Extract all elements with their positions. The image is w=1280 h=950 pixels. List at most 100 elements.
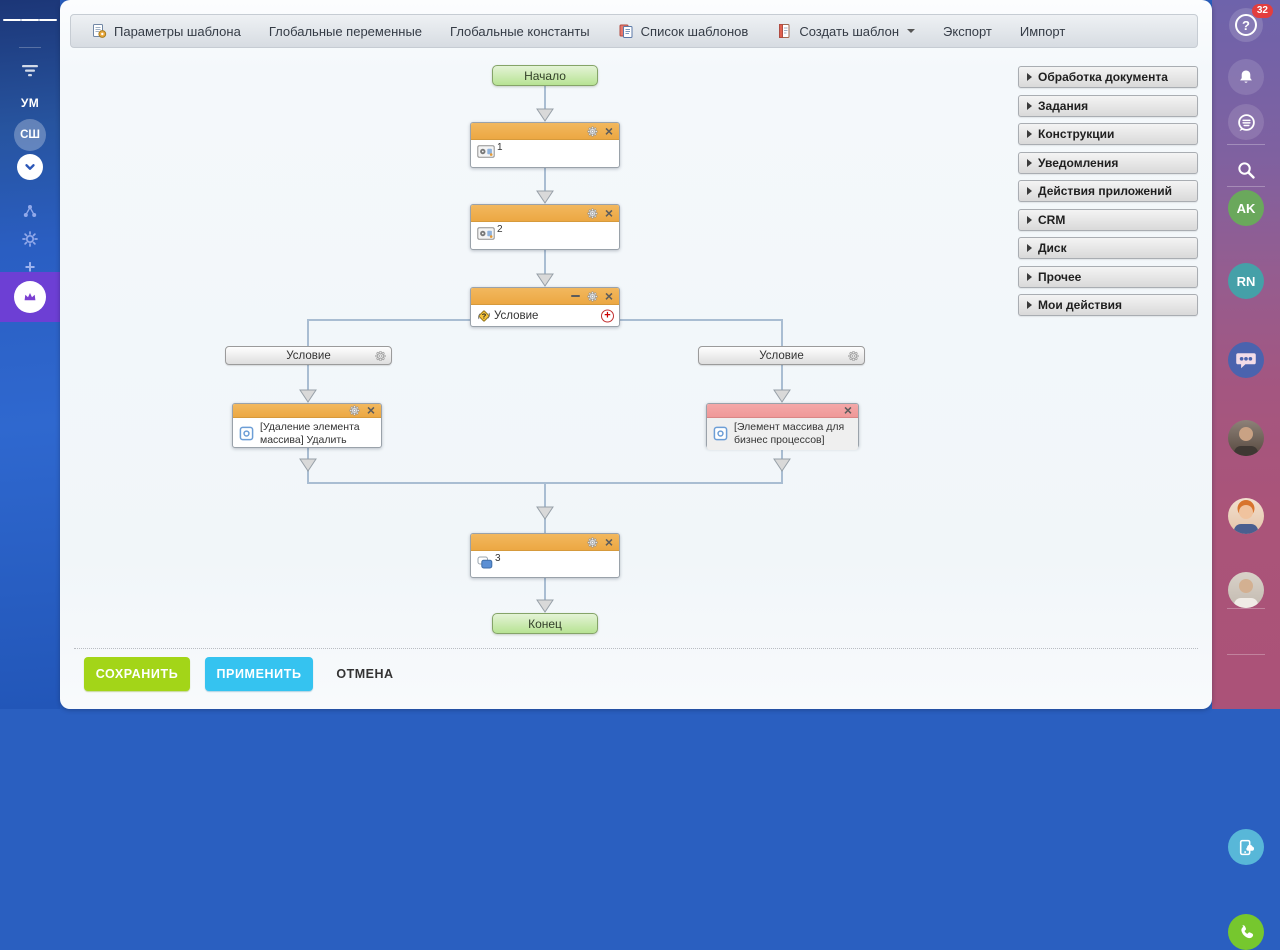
- flow-action-delete-array-element[interactable]: × [Удаление элемента массива] Удалить: [232, 403, 382, 448]
- toolbar-button-global-constants[interactable]: Глобальные константы: [436, 15, 604, 47]
- create-template-icon: [776, 23, 792, 39]
- palette-category-my-actions[interactable]: Мои действия: [1018, 294, 1198, 316]
- group-chat-button[interactable]: [1228, 342, 1264, 378]
- flow-arrow-icon: [536, 599, 554, 613]
- avatar: [1239, 427, 1253, 441]
- chat-avatar-rn[interactable]: RN: [1228, 263, 1264, 299]
- share-icon: [22, 203, 38, 219]
- chat-avatar-ak[interactable]: AK: [1228, 190, 1264, 226]
- flow-arrow-icon: [773, 389, 791, 403]
- palette-category-label: Задания: [1038, 98, 1089, 113]
- toolbar-button-label: Экспорт: [943, 23, 992, 39]
- flow-action-array-element[interactable]: × [Элемент массива для бизнес процессов]: [706, 402, 859, 450]
- chat-avatar-photo[interactable]: [1228, 498, 1264, 534]
- rail-divider: [1227, 654, 1265, 655]
- flow-activity-block-3[interactable]: × 3: [470, 533, 620, 578]
- filter-icon[interactable]: [21, 64, 39, 78]
- toolbar-button-template-params[interactable]: Параметры шаблона: [77, 15, 255, 47]
- block-body: 1: [471, 140, 619, 163]
- expand-arrow-icon: [1027, 158, 1032, 167]
- sidebar-divider: [19, 47, 41, 48]
- sidebar-item-automation[interactable]: [22, 203, 38, 219]
- profile-avatar[interactable]: СШ: [14, 119, 46, 151]
- chat-avatar-photo[interactable]: [1228, 420, 1264, 456]
- activity-number: 1: [497, 142, 503, 153]
- left-sidebar: УМ СШ +: [0, 0, 60, 709]
- collapse-icon[interactable]: [570, 294, 580, 298]
- branch-title-label: Условие: [286, 349, 331, 362]
- rail-divider: [1227, 608, 1265, 609]
- gear-icon[interactable]: [587, 291, 598, 302]
- block-header: ×: [707, 402, 858, 418]
- gear-icon[interactable]: [375, 350, 386, 361]
- filter-icon-glyph: [21, 64, 39, 78]
- chat-avatar-photo[interactable]: [1228, 572, 1264, 608]
- gear-icon[interactable]: [587, 126, 598, 137]
- help-button[interactable]: ? 32: [1229, 4, 1273, 42]
- flow-end-node[interactable]: Конец: [492, 613, 598, 634]
- gear-icon[interactable]: [587, 208, 598, 219]
- activity-number: 3: [495, 553, 501, 564]
- cancel-button[interactable]: ОТМЕНА: [330, 657, 400, 691]
- array-item-icon: [713, 426, 728, 441]
- actions-palette: Обработка документа Задания Конструкции …: [1018, 66, 1198, 323]
- flow-connector: [619, 319, 783, 321]
- close-icon[interactable]: ×: [604, 287, 613, 304]
- palette-category-tasks[interactable]: Задания: [1018, 94, 1198, 117]
- menu-hamburger-icon[interactable]: [3, 16, 57, 24]
- palette-category-crm[interactable]: CRM: [1018, 208, 1198, 231]
- mobile-app-button[interactable]: [1228, 829, 1264, 865]
- expand-arrow-icon: [1027, 187, 1032, 195]
- messenger-button[interactable]: [1228, 104, 1264, 140]
- palette-category-notifications[interactable]: Уведомления: [1018, 151, 1198, 174]
- palette-category-label: Диск: [1038, 241, 1067, 255]
- flow-branch-right-title[interactable]: Условие: [698, 346, 865, 365]
- close-icon[interactable]: ×: [604, 204, 613, 221]
- search-button[interactable]: [1230, 154, 1262, 186]
- toolbar-button-template-list[interactable]: Список шаблонов: [604, 15, 763, 47]
- close-icon[interactable]: ×: [843, 402, 852, 418]
- rail-divider: [1227, 186, 1265, 187]
- toolbar-button-export[interactable]: Экспорт: [929, 15, 1006, 47]
- close-icon[interactable]: ×: [366, 402, 375, 418]
- toolbar-button-global-variables[interactable]: Глобальные переменные: [255, 15, 436, 47]
- expand-menu-button[interactable]: [17, 154, 43, 180]
- sidebar-item-settings[interactable]: [22, 231, 38, 247]
- apply-button[interactable]: ПРИМЕНИТЬ: [205, 657, 313, 691]
- flow-activity-block-1[interactable]: × 1: [470, 122, 620, 168]
- sidebar-item-add[interactable]: +: [24, 257, 36, 277]
- flow-arrow-icon: [536, 108, 554, 122]
- flow-start-node[interactable]: Начало: [492, 65, 598, 86]
- block-body: [Элемент массива для бизнес процессов]: [707, 418, 858, 450]
- activity-icon: [477, 227, 495, 240]
- call-button[interactable]: [1228, 914, 1264, 950]
- array-item-icon: [239, 426, 254, 441]
- expand-arrow-icon: [1027, 301, 1032, 309]
- flow-branch-left-title[interactable]: Условие: [225, 346, 392, 365]
- gear-icon[interactable]: [848, 350, 859, 361]
- block-header: ×: [471, 123, 619, 140]
- save-button[interactable]: СОХРАНИТЬ: [84, 657, 190, 691]
- palette-category-disk[interactable]: Диск: [1018, 237, 1198, 259]
- palette-category-constructs[interactable]: Конструкции: [1018, 123, 1198, 145]
- sidebar-item-active[interactable]: [0, 272, 60, 322]
- palette-category-app-actions[interactable]: Действия приложений: [1018, 180, 1198, 202]
- close-icon[interactable]: ×: [604, 122, 613, 139]
- toolbar-button-import[interactable]: Импорт: [1006, 15, 1079, 47]
- palette-category-other[interactable]: Прочее: [1018, 265, 1198, 288]
- gear-icon[interactable]: [587, 537, 598, 548]
- flow-activity-block-2[interactable]: × 2: [470, 204, 620, 250]
- workspace-initials[interactable]: УМ: [20, 96, 40, 110]
- notifications-button[interactable]: [1228, 59, 1264, 95]
- toolbar-button-create-template[interactable]: Создать шаблон: [762, 15, 929, 47]
- gear-icon[interactable]: [349, 405, 360, 416]
- flow-connector: [544, 250, 546, 275]
- tablet-cloud-icon: [1237, 838, 1256, 857]
- avatar: [1234, 524, 1258, 534]
- palette-category-document-processing[interactable]: Обработка документа: [1018, 66, 1198, 88]
- flow-condition-block[interactable]: × Условие +: [470, 287, 620, 327]
- block-body: 2: [471, 222, 619, 245]
- close-icon[interactable]: ×: [604, 533, 613, 550]
- add-branch-icon[interactable]: +: [601, 309, 614, 323]
- message-icon: [477, 556, 493, 570]
